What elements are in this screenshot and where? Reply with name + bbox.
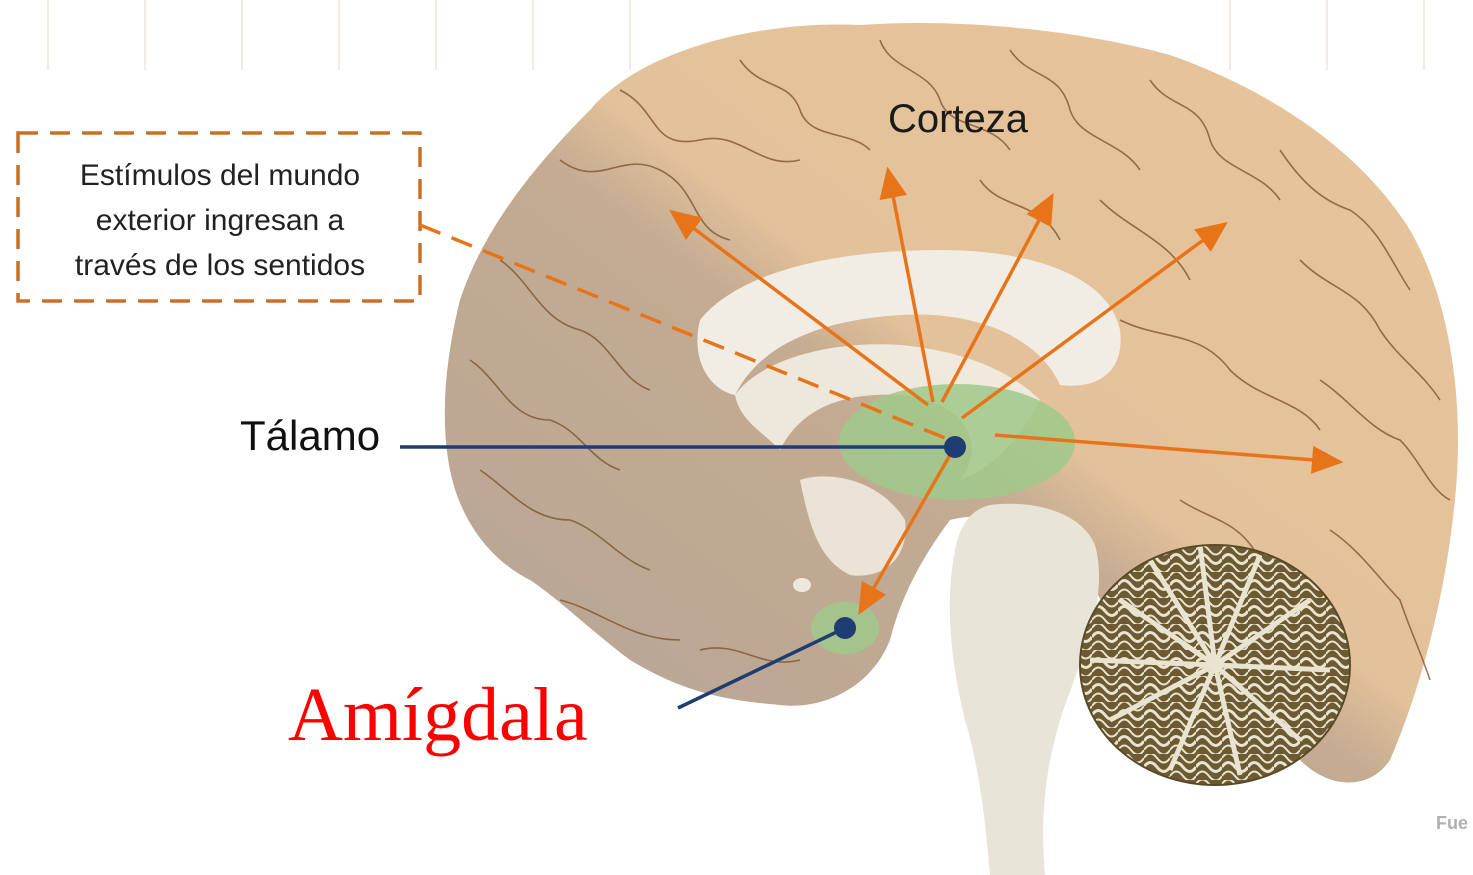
arrow-superior-right [940,192,1054,403]
corpus-callosum [697,250,1121,395]
thalamus-dot [944,436,966,458]
thalamus-label: Tálamo [240,412,380,459]
amygdala-label: Amígdala [288,673,588,757]
stimulus-text-line2: exterior ingresan a [96,204,345,237]
stimulus-input-line [419,223,951,442]
arrow-parietal [960,221,1228,420]
amygdala-dot [834,617,856,639]
arrow-frontal [669,209,930,407]
stimulus-box [16,131,422,303]
cerebellum [1079,544,1351,786]
stimulus-text-line3: través de los sentidos [75,249,365,282]
pituitary [793,578,811,592]
arrow-occipital [994,433,1344,474]
arrow-to-amygdala [858,454,952,616]
brainstem [949,503,1100,875]
source-fragment-label: Fue [1436,813,1468,833]
cortex-label: Corteza [888,97,1029,141]
arrow-superior-left [879,166,935,403]
fornix [735,344,1040,480]
amygdala-pointer-line [677,626,846,710]
sulci [469,39,1451,681]
hypothalamus-region [800,476,906,576]
cortex-projections [669,166,1344,616]
background-grid [47,0,1425,70]
stimulus-text-line1: Estímulos del mundo [80,159,360,192]
